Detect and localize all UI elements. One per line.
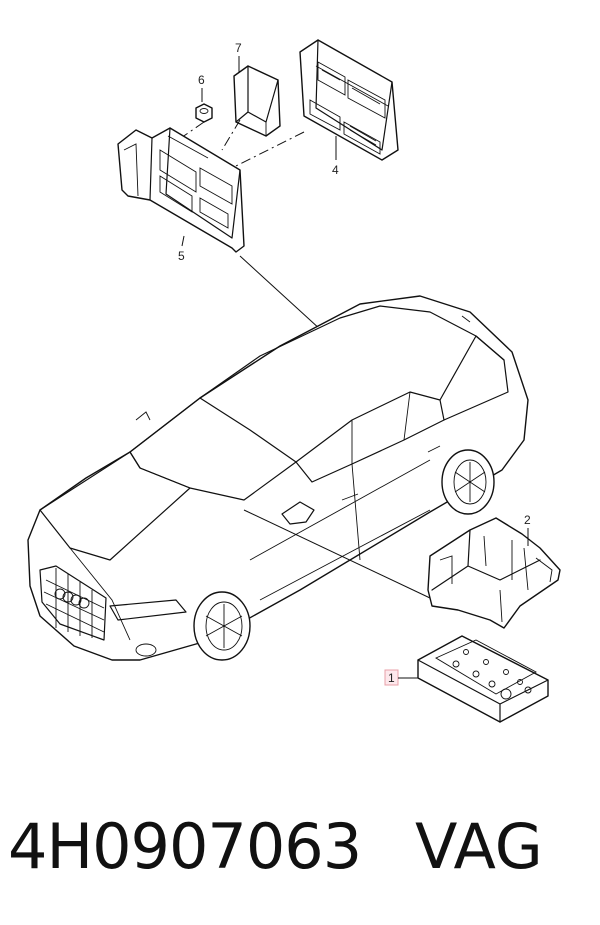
- leader-5: [181, 235, 185, 247]
- brand-label: VAG: [415, 810, 543, 883]
- relay-box-part-7: [233, 65, 281, 137]
- callout-4: 4: [332, 163, 339, 177]
- car-illustration: [27, 295, 529, 661]
- callout-2: 2: [524, 513, 531, 527]
- parts-diagram: 4 7 6 5: [27, 39, 561, 723]
- leader-car-to-part-2: [243, 509, 431, 599]
- footer: 4H0907063 VAG: [0, 800, 600, 910]
- callout-6: 6: [198, 73, 205, 87]
- bracket-part-5: [117, 127, 245, 253]
- part-number: 4H0907063: [8, 810, 362, 883]
- nut-part-6: [195, 103, 213, 123]
- control-unit-part-1: [417, 635, 549, 723]
- callout-7: 7: [235, 41, 242, 55]
- callout-1: 1: [388, 671, 395, 685]
- assembly-line-7-5: [221, 119, 241, 151]
- assembly-line-4-5: [235, 131, 305, 167]
- control-module-part-4: [299, 39, 399, 161]
- callout-5: 5: [178, 249, 185, 263]
- mounting-tray-part-2: [427, 517, 561, 629]
